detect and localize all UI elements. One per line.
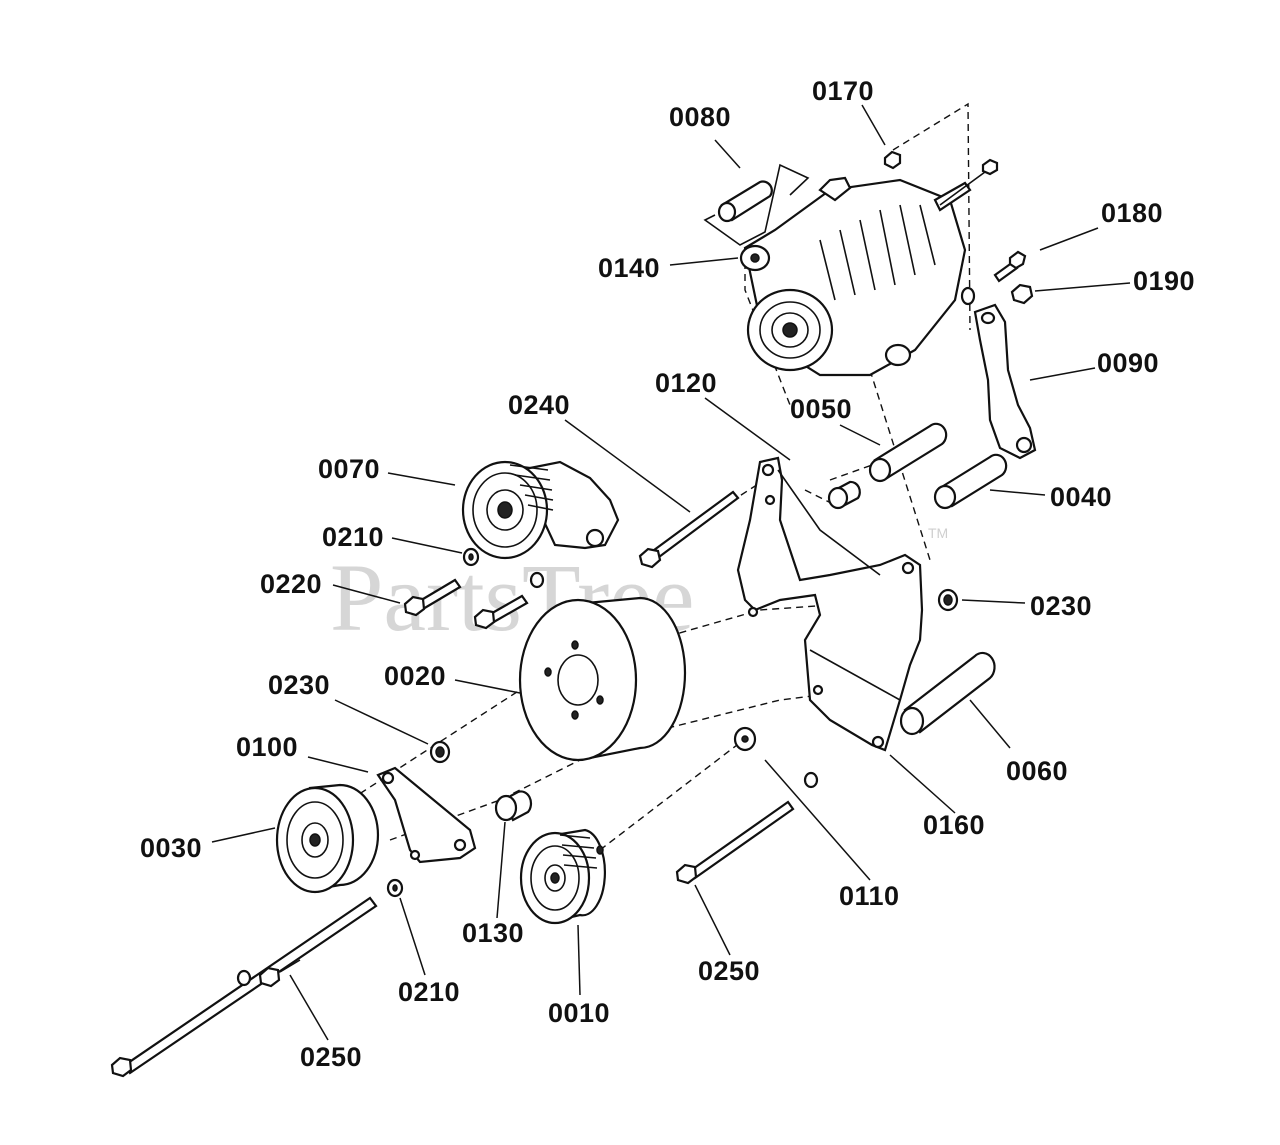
- washer-0110[interactable]: [733, 726, 819, 789]
- spacer-0060[interactable]: [899, 651, 996, 736]
- callout-0220: 0220: [260, 569, 322, 599]
- washer-0210-lower[interactable]: [386, 878, 404, 898]
- idler-0030[interactable]: [275, 783, 380, 894]
- callout-0250-left: 0250: [300, 1042, 362, 1072]
- callout-0210-upper: 0210: [322, 522, 384, 552]
- callout-0110: 0110: [839, 881, 900, 911]
- bolt-0250-left[interactable]: [110, 896, 378, 1078]
- leader-lines: [211, 104, 1131, 1041]
- callout-0240: 0240: [508, 390, 570, 420]
- callout-0010: 0010: [548, 998, 610, 1028]
- callout-0210-lower: 0210: [398, 977, 460, 1007]
- spacer-0040[interactable]: [933, 453, 1008, 510]
- callout-0060: 0060: [1006, 756, 1068, 786]
- nut-0230-right[interactable]: [937, 588, 959, 612]
- callout-0130: 0130: [462, 918, 524, 948]
- bolt-0220[interactable]: [403, 578, 529, 630]
- callout-0180: 0180: [1101, 198, 1163, 228]
- spacer-0050[interactable]: [868, 422, 948, 483]
- drum-0020[interactable]: [518, 596, 687, 762]
- bushing-0130[interactable]: [494, 790, 533, 822]
- bracket-0160[interactable]: [736, 456, 924, 752]
- callout-0230-right: 0230: [1030, 591, 1092, 621]
- callout-0100: 0100: [236, 732, 298, 762]
- nut-0170[interactable]: [883, 150, 999, 206]
- callout-0080: 0080: [669, 102, 731, 132]
- bolt-0250-right[interactable]: [675, 800, 795, 885]
- spacer-0120[interactable]: [827, 480, 861, 510]
- watermark-trademark: TM: [928, 525, 948, 541]
- callout-0190: 0190: [1133, 266, 1195, 296]
- bracket-0090[interactable]: [973, 303, 1037, 460]
- callout-0090: 0090: [1097, 348, 1159, 378]
- callout-0020: 0020: [384, 661, 446, 691]
- callout-0250-right: 0250: [698, 956, 760, 986]
- tensioner-0070[interactable]: [461, 460, 620, 560]
- callout-0040: 0040: [1050, 482, 1112, 512]
- callout-0030: 0030: [140, 833, 202, 863]
- callout-0140: 0140: [598, 253, 660, 283]
- callout-0120: 0120: [655, 368, 717, 398]
- bolt-0180[interactable]: [993, 250, 1027, 283]
- callout-0230-left: 0230: [268, 670, 330, 700]
- callout-0050: 0050: [790, 394, 852, 424]
- bolt-0240[interactable]: [638, 490, 740, 569]
- pulley-0010[interactable]: [519, 828, 606, 925]
- callout-0160: 0160: [923, 810, 985, 840]
- callout-0070: 0070: [318, 454, 380, 484]
- callout-labels: 0170 0080 0180 0140 0190 0090 0120 0240 …: [140, 76, 1195, 1072]
- bracket-0100[interactable]: [376, 766, 477, 864]
- nut-0230-left[interactable]: [429, 740, 451, 764]
- callout-0170: 0170: [812, 76, 874, 106]
- nut-0190[interactable]: [960, 283, 1034, 306]
- spacer-0080[interactable]: [703, 163, 810, 246]
- washer-0210-upper[interactable]: [462, 547, 545, 589]
- alternator-0140[interactable]: [739, 176, 972, 377]
